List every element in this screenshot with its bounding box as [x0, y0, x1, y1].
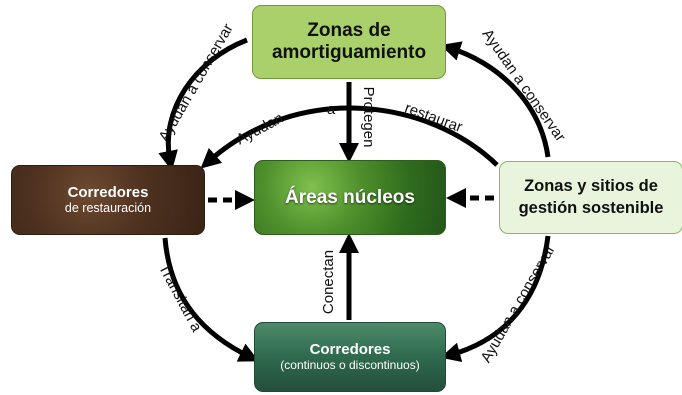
node-areas-nucleos: Áreas núcleos: [254, 160, 446, 235]
arrow-sitios-to-corredores-restauracion: [200, 105, 499, 169]
arrow-sitios-to-corredores-continuos: [440, 235, 551, 363]
arrow-corredores-restauracion-to-corredores-continuos: [162, 237, 259, 362]
node-zonas-sitios-line1: Zonas y sitios de: [524, 177, 658, 196]
node-corredores-continuos-title: Corredores: [309, 341, 391, 359]
label-ayudan-conservar-top-left: Ayudan a conservar: [155, 21, 236, 145]
node-corredores-restauracion-title: Corredores: [67, 183, 149, 201]
label-a: a: [327, 101, 336, 118]
label-protegen: Protegen: [360, 87, 377, 148]
node-corredores-restauracion: Corredores de restauración: [11, 165, 205, 235]
label-ayudan-conservar-bottom-right: Ayudan a conservar: [477, 242, 558, 366]
label-restaurar: restaurar: [402, 100, 464, 137]
node-zonas-amortiguamiento: Zonas de amortiguamiento: [252, 5, 446, 79]
arrow-sitios-to-amortiguamiento: [440, 41, 551, 158]
label-ayudan-conservar-top-right: Ayudan a conservar: [479, 26, 569, 145]
arrow-amortiguamiento-to-corredores-restauracion: [158, 37, 248, 171]
node-zonas-sitios-line2: gestión sostenible: [518, 198, 664, 217]
node-zonas-amortiguamiento-line2: amortiguamiento: [271, 42, 427, 63]
node-areas-nucleos-title: Áreas núcleos: [285, 186, 415, 208]
node-zonas-amortiguamiento-line1: Zonas de: [307, 20, 391, 42]
node-corredores-continuos: Corredores (continuos o discontinuos): [254, 322, 446, 392]
node-corredores-restauracion-subtitle: de restauración: [64, 201, 152, 216]
label-ayudan: Ayudan: [234, 110, 287, 149]
label-conectan: Conectan: [320, 250, 337, 314]
node-zonas-sitios-gestion: Zonas y sitios de gestión sostenible: [499, 161, 682, 234]
node-corredores-continuos-subtitle: (continuos o discontinuos): [280, 358, 420, 373]
label-transitan-a: Transitan a: [155, 261, 205, 335]
